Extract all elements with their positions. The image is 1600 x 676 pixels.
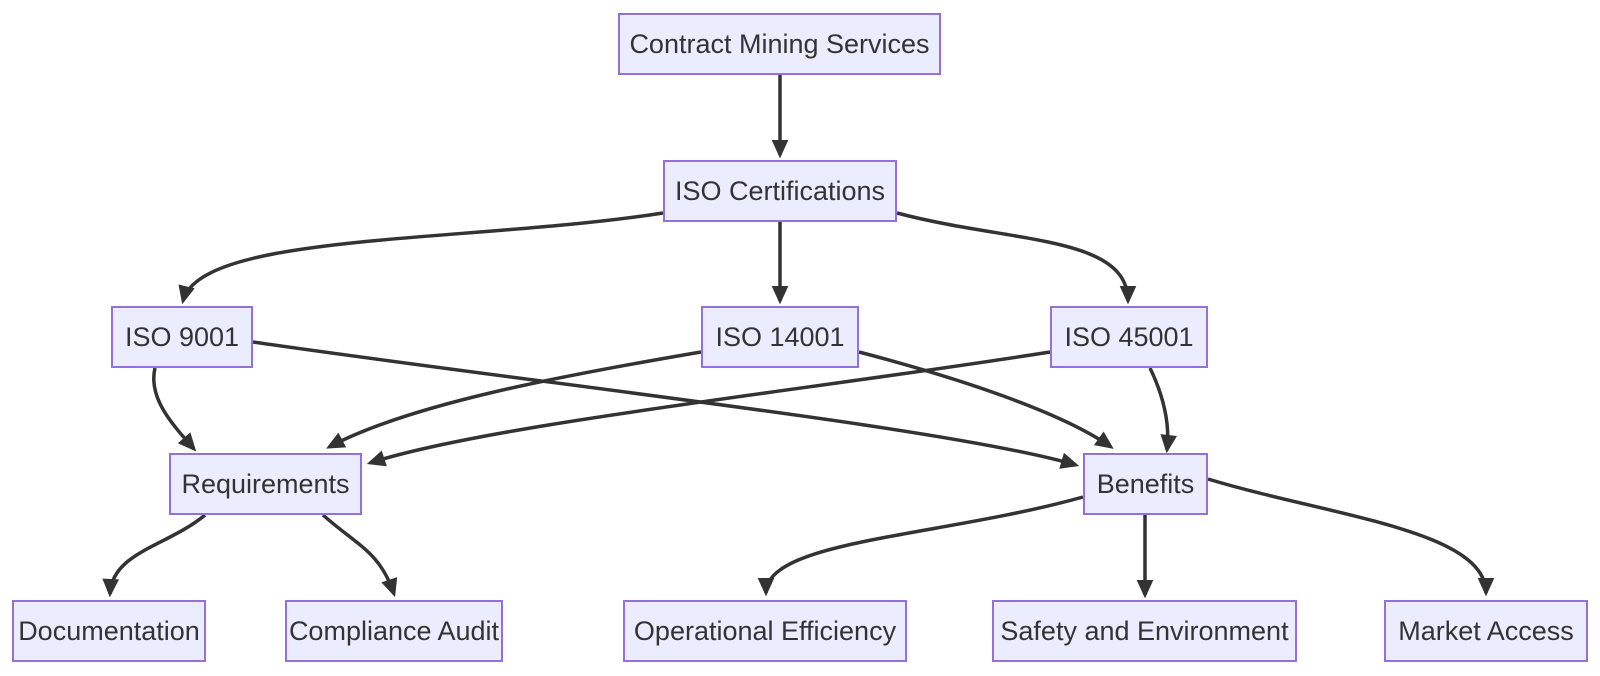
node-requirements: Requirements <box>169 453 362 515</box>
edge-benefits-to-market-access <box>1207 477 1495 597</box>
node-iso-9001: ISO 9001 <box>111 306 253 368</box>
edge-requirements-to-compliance-audit <box>321 513 398 598</box>
node-operational-efficiency: Operational Efficiency <box>623 600 907 662</box>
edge-iso-14001-to-requirements <box>326 350 702 449</box>
node-compliance-audit: Compliance Audit <box>285 600 503 662</box>
edge-iso-45001-to-benefits <box>1148 367 1177 454</box>
node-iso-14001: ISO 14001 <box>701 306 859 368</box>
edge-iso-certifications-to-iso-9001 <box>178 211 664 305</box>
node-iso-45001: ISO 45001 <box>1050 306 1208 368</box>
node-market-access: Market Access <box>1384 600 1588 662</box>
edge-benefits-to-operational-efficiency <box>757 495 1084 597</box>
node-safety-and-environment: Safety and Environment <box>992 600 1297 662</box>
node-benefits: Benefits <box>1083 453 1208 515</box>
edge-iso-9001-to-benefits <box>252 340 1080 469</box>
edge-requirements-to-documentation <box>102 513 207 598</box>
node-documentation: Documentation <box>12 600 206 662</box>
edge-iso-certifications-to-iso-45001 <box>896 211 1137 305</box>
edge-iso-45001-to-requirements <box>366 350 1051 467</box>
edge-iso-14001-to-benefits <box>858 350 1114 449</box>
edge-iso-9001-to-requirements <box>152 367 197 452</box>
node-iso-certifications: ISO Certifications <box>663 160 897 222</box>
node-contract-mining-services: Contract Mining Services <box>618 13 941 75</box>
